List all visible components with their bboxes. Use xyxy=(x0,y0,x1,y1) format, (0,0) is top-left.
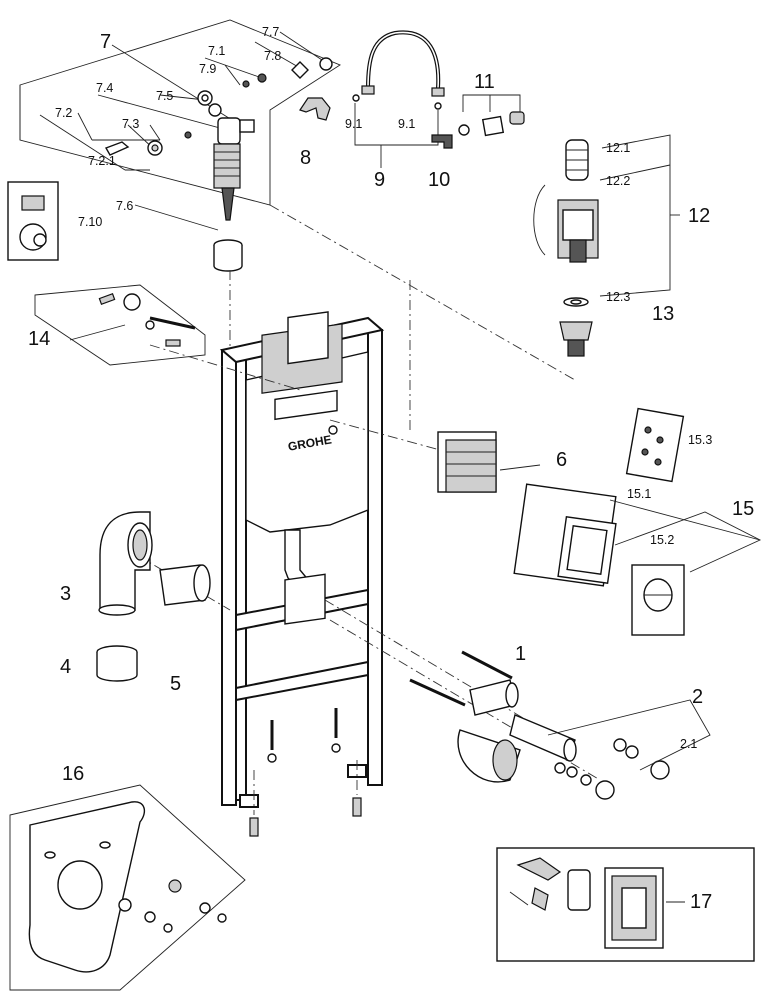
part-3-4-pipe-bend xyxy=(96,511,211,682)
callout-12: 12 xyxy=(688,205,710,227)
callout-12-3: 12.3 xyxy=(606,290,630,304)
callout-9-1b: 9.1 xyxy=(398,117,415,131)
group-15-flush-plate xyxy=(513,407,762,636)
callout-7-5: 7.5 xyxy=(156,89,173,103)
installation-frame xyxy=(219,311,385,808)
callout-1: 1 xyxy=(515,643,526,665)
callout-10: 10 xyxy=(428,169,450,191)
callout-14: 14 xyxy=(28,328,50,350)
part-9-flexible-hose xyxy=(352,30,445,168)
callout-15: 15 xyxy=(732,498,754,520)
callout-7-10: 7.10 xyxy=(78,215,102,229)
callout-15-2: 15.2 xyxy=(650,533,674,547)
callout-7: 7 xyxy=(100,31,111,53)
callout-9: 9 xyxy=(374,169,385,191)
part-8-bracket xyxy=(299,97,331,121)
callout-7-2-1: 7.2.1 xyxy=(88,154,116,168)
callout-12-2: 12.2 xyxy=(606,174,630,188)
callout-8: 8 xyxy=(300,147,311,169)
group-7-fill-valve-kit xyxy=(7,19,341,272)
floor-bolts xyxy=(249,708,362,837)
callout-7-8: 7.8 xyxy=(264,49,281,63)
callout-7-9: 7.9 xyxy=(199,62,216,76)
part-10-11-angle-valve xyxy=(431,94,525,149)
callout-17: 17 xyxy=(690,891,712,913)
callout-6: 6 xyxy=(556,449,567,471)
group-14-fixing-kit xyxy=(34,284,206,366)
callout-4: 4 xyxy=(60,656,71,678)
callout-13: 13 xyxy=(652,303,674,325)
callout-9-1a: 9.1 xyxy=(345,117,362,131)
callout-7-2: 7.2 xyxy=(55,106,72,120)
callout-16: 16 xyxy=(62,763,84,785)
part-12-flush-valve xyxy=(533,134,680,357)
callout-12-1: 12.1 xyxy=(606,141,630,155)
group-16-sound-insulation xyxy=(9,784,246,991)
callout-11: 11 xyxy=(474,71,495,93)
callout-2-1: 2.1 xyxy=(680,737,697,751)
callout-15-1: 15.1 xyxy=(627,487,651,501)
callout-5: 5 xyxy=(170,673,181,695)
callout-3: 3 xyxy=(60,583,71,605)
group-17-accessory-kit xyxy=(496,847,755,962)
callout-7-7: 7.7 xyxy=(262,25,279,39)
callout-2: 2 xyxy=(692,686,703,708)
callout-7-6: 7.6 xyxy=(116,199,133,213)
group-1-2-rods-and-pipes xyxy=(409,650,711,800)
callout-7-1: 7.1 xyxy=(208,44,225,58)
callout-15-3: 15.3 xyxy=(688,433,712,447)
callout-7-4: 7.4 xyxy=(96,81,113,95)
callout-7-3: 7.3 xyxy=(122,117,139,131)
callout-labels: 7 7.7 7.1 7.8 7.9 7.4 7.5 7.2 7.3 7.2.1 … xyxy=(28,25,754,913)
part-6-inspection-box xyxy=(437,431,541,493)
